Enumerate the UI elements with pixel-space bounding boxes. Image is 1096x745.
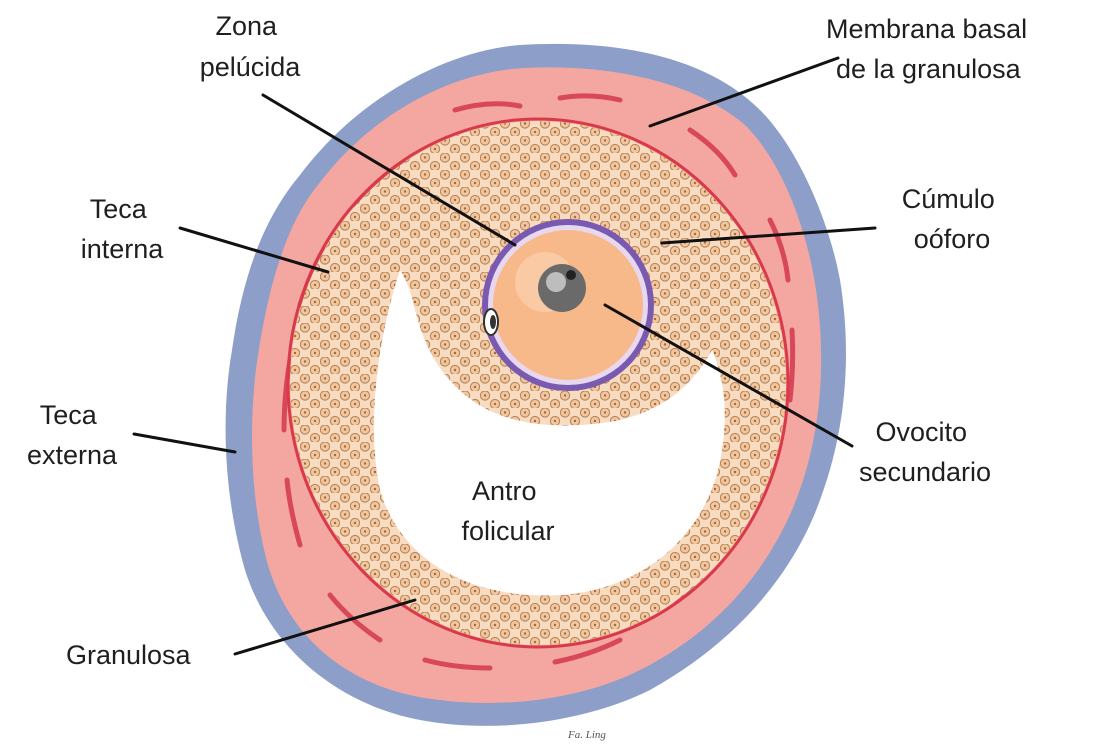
label-zona-pelucida-line2: pelúcida: [200, 52, 302, 82]
label-teca-interna-line2: interna: [81, 234, 165, 264]
label-antro-folicular-line1: Antro: [472, 476, 537, 506]
nucleus-highlight: [546, 272, 566, 292]
label-teca-interna: Teca interna: [81, 194, 165, 264]
vessel: [790, 330, 793, 400]
label-zona-pelucida-line1: Zona: [215, 11, 278, 41]
label-ovocito-secundario: Ovocito secundario: [859, 417, 991, 487]
label-teca-externa: Teca externa: [27, 400, 118, 470]
label-membrana-basal-line1: Membrana basal: [826, 14, 1027, 44]
label-teca-externa-line1: Teca: [40, 400, 98, 430]
nucleolus: [566, 270, 576, 280]
leader-teca-externa: [134, 434, 235, 452]
label-granulosa: Granulosa: [66, 640, 192, 670]
artist-signature: Fa. Ling: [567, 729, 606, 741]
label-ovocito-secundario-line2: secundario: [859, 457, 991, 487]
label-cumulo-ooforo-line2: oóforo: [914, 224, 991, 254]
label-membrana-basal: Membrana basal de la granulosa: [826, 14, 1035, 84]
label-cumulo-ooforo-line1: Cúmulo: [902, 184, 995, 214]
polar-body-core: [490, 315, 496, 329]
label-membrana-basal-line2: de la granulosa: [836, 54, 1022, 84]
label-zona-pelucida: Zona pelúcida: [200, 11, 302, 82]
label-antro-folicular-line2: folicular: [461, 516, 554, 546]
label-ovocito-secundario-line1: Ovocito: [875, 417, 967, 447]
label-teca-interna-line1: Teca: [90, 194, 148, 224]
label-cumulo-ooforo: Cúmulo oóforo: [902, 184, 1003, 254]
label-teca-externa-line2: externa: [27, 440, 118, 470]
